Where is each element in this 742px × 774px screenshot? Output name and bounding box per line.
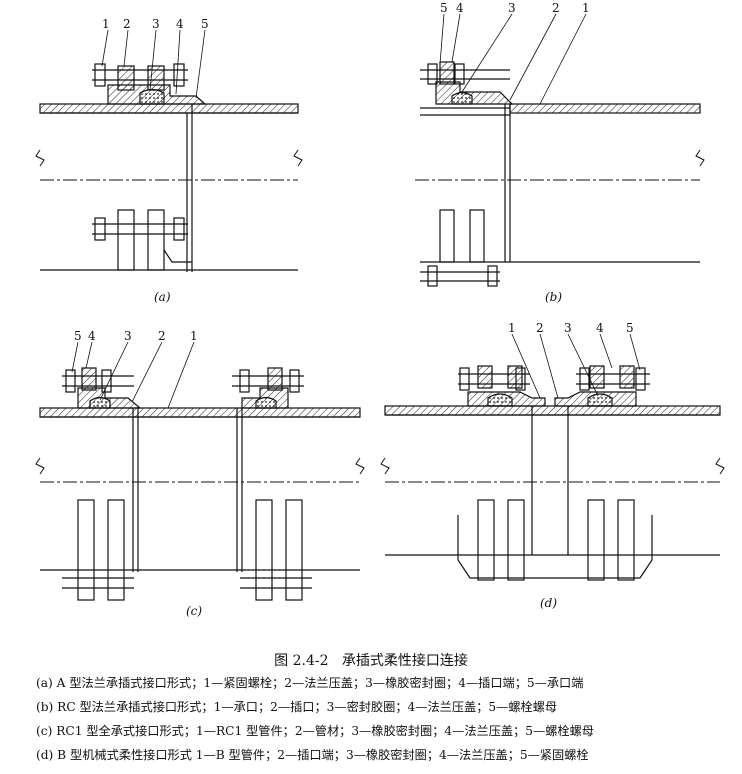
diagram-a: [35, 29, 303, 272]
diagram-c: [35, 341, 365, 601]
callout-d-1: 1: [508, 321, 516, 335]
figure-caption: 图 2.4-2 承插式柔性接口连接: [0, 650, 742, 670]
seal-a: [139, 88, 165, 105]
legend-a: (a) A 型法兰承插式接口形式；1—紧固螺栓；2—法兰压盖；3—橡胶密封圈；4…: [36, 676, 584, 690]
callout-a-3: 3: [152, 17, 160, 31]
callout-a-4: 4: [176, 17, 184, 31]
callout-b-3: 3: [508, 1, 516, 15]
figure-title: 承插式柔性接口连接: [341, 653, 468, 669]
callout-a-5: 5: [201, 17, 209, 31]
callout-b-5: 5: [440, 1, 448, 15]
legend-c: (c) RC1 型全承式接口形式；1—RC1 型管件；2—管材；3—橡胶密封圈；…: [36, 724, 594, 738]
pipe-wall-top-a: [39, 103, 299, 114]
panel-label-c: (c): [186, 604, 203, 618]
callout-b-1: 1: [582, 1, 590, 15]
panel-label-d: (d): [540, 596, 558, 610]
gland-a: [117, 65, 135, 91]
callout-a-2: 2: [123, 17, 131, 31]
bolt-nut-a: [173, 63, 185, 87]
callout-d-3: 3: [564, 321, 572, 335]
callout-c-4: 4: [88, 329, 96, 343]
figure-number: 图 2.4-2: [274, 653, 329, 669]
callout-b-2: 2: [552, 1, 560, 15]
callout-c-1: 1: [190, 329, 198, 343]
pipe-wall-top-b: [509, 103, 701, 114]
callout-d-2: 2: [536, 321, 544, 335]
callout-d-5: 5: [626, 321, 634, 335]
callout-b-4: 4: [456, 1, 464, 15]
diagram-b: [415, 13, 705, 287]
legend-b: (b) RC 型法兰承插式接口形式；1—承口；2—插口；3—密封胶圈；4—法兰压…: [36, 700, 558, 714]
callout-c-3: 3: [124, 329, 132, 343]
callout-c-5: 5: [74, 329, 82, 343]
callout-a-1: 1: [102, 17, 110, 31]
panel-label-a: (a): [154, 290, 171, 304]
legend-d: (d) B 型机械式柔性接口形式 1—B 型管件；2—插口端；3—橡胶密封圈；4…: [36, 748, 589, 762]
bolt-head-a: [94, 63, 106, 87]
callout-c-2: 2: [158, 329, 166, 343]
panel-label-b: (b): [545, 290, 563, 304]
diagram-d: [380, 333, 725, 581]
callout-d-4: 4: [596, 321, 604, 335]
